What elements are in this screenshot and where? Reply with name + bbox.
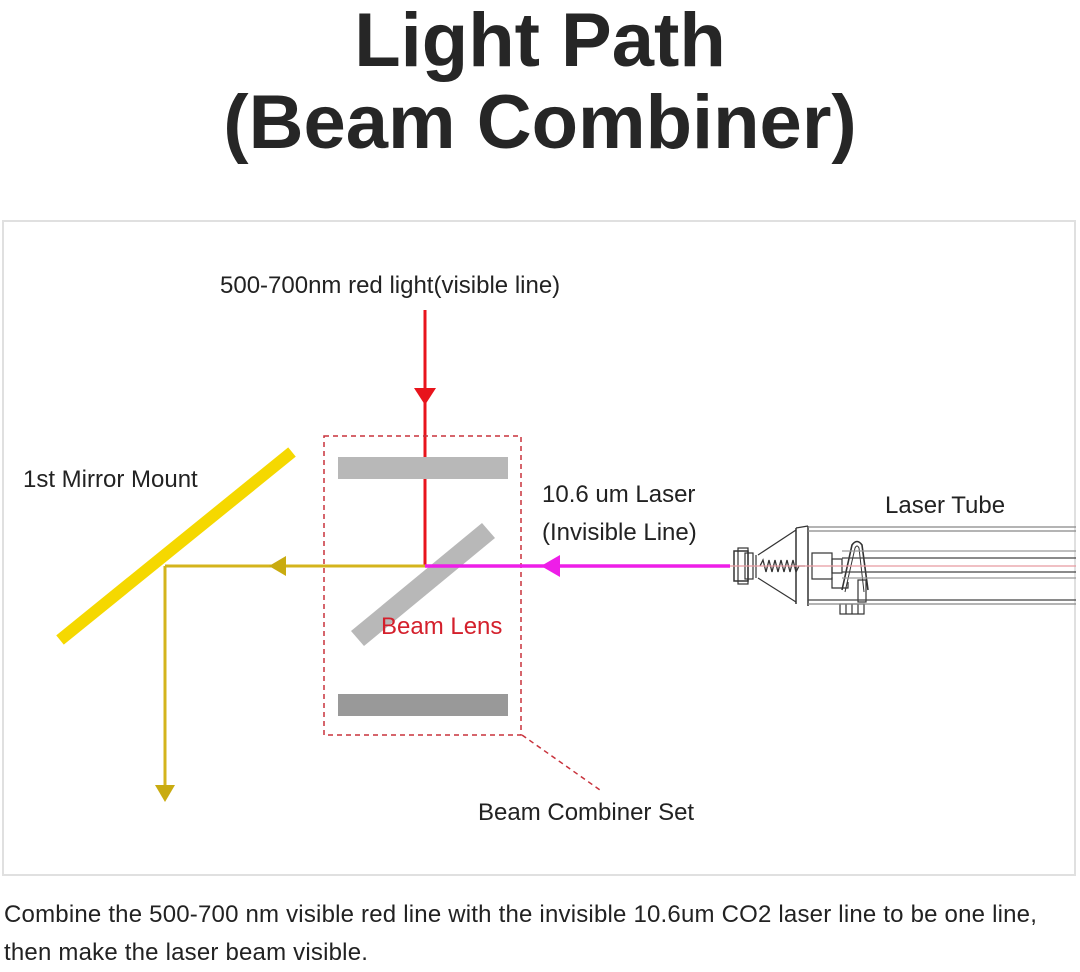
beam-combiner-set [323,435,601,791]
laser-label-line1: 10.6 um Laser [542,481,695,508]
combiner-set-label: Beam Combiner Set [478,799,694,826]
arrow-left-icon [269,556,286,576]
laser-beam [425,555,730,577]
laser-label-line2: (Invisible Line) [542,519,697,546]
1st-mirror-mount [56,447,296,645]
top-plate [338,457,508,479]
arrow-left-icon [541,555,560,577]
arrow-down-icon [155,785,175,802]
red-light-beam [414,310,436,566]
page-title: Light Path (Beam Combiner) [0,0,1080,164]
beam-lens-label: Beam Lens [381,613,502,640]
title-line-2: (Beam Combiner) [223,80,857,165]
leader-line [521,734,601,791]
caption-text: Combine the 500-700 nm visible red line … [4,901,1038,966]
mirror-mount-label: 1st Mirror Mount [23,466,198,493]
combined-beam [155,556,425,802]
laser-tube [730,525,1076,615]
beam-lens [351,523,495,646]
laser-tube-label: Laser Tube [885,492,1005,519]
red-light-label: 500-700nm red light(visible line) [220,272,560,299]
bottom-plate [338,694,508,716]
title-line-1: Light Path [354,0,726,83]
arrow-down-icon [414,388,436,405]
